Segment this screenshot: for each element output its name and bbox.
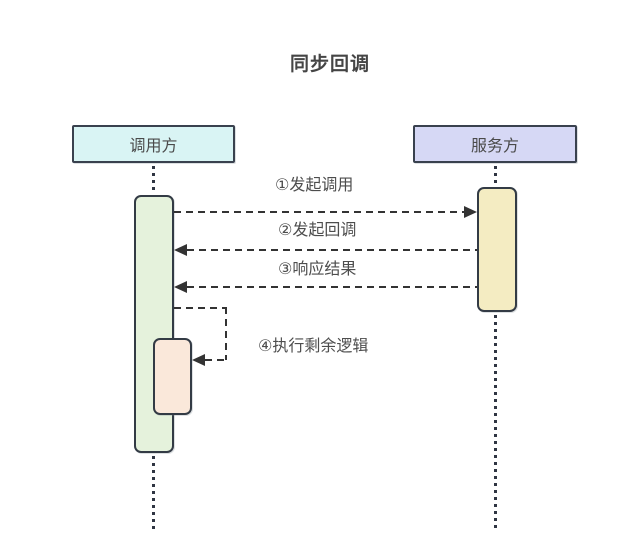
message-1-label: ①发起调用 <box>275 177 354 194</box>
message-1-line <box>174 211 464 213</box>
message-4-line-vertical <box>225 307 227 360</box>
activation-service <box>477 187 517 312</box>
arrowhead-left-icon <box>174 281 187 293</box>
message-4-line-bottom <box>205 359 227 361</box>
message-4-label: ④执行剩余逻辑 <box>258 338 369 355</box>
participant-service: 服务方 <box>413 125 577 163</box>
lifeline-service-bottom <box>494 315 497 528</box>
message-3-line <box>187 286 477 288</box>
diagram-title: 同步回调 <box>289 54 371 75</box>
message-3-label: ③响应结果 <box>278 261 357 278</box>
lifeline-service-top <box>494 166 497 186</box>
participant-caller-label: 调用方 <box>129 138 178 155</box>
lifeline-caller-bottom <box>152 456 155 530</box>
arrowhead-left-icon <box>174 244 187 256</box>
arrowhead-left-icon <box>192 354 205 366</box>
lifeline-caller-top <box>152 166 155 194</box>
activation-caller-nested <box>153 338 192 415</box>
message-2-label: ②发起回调 <box>278 222 357 239</box>
message-4-line-top <box>174 307 227 309</box>
participant-service-label: 服务方 <box>470 138 519 155</box>
message-2-line <box>187 249 477 251</box>
participant-caller: 调用方 <box>72 125 235 163</box>
arrowhead-right-icon <box>464 206 477 218</box>
